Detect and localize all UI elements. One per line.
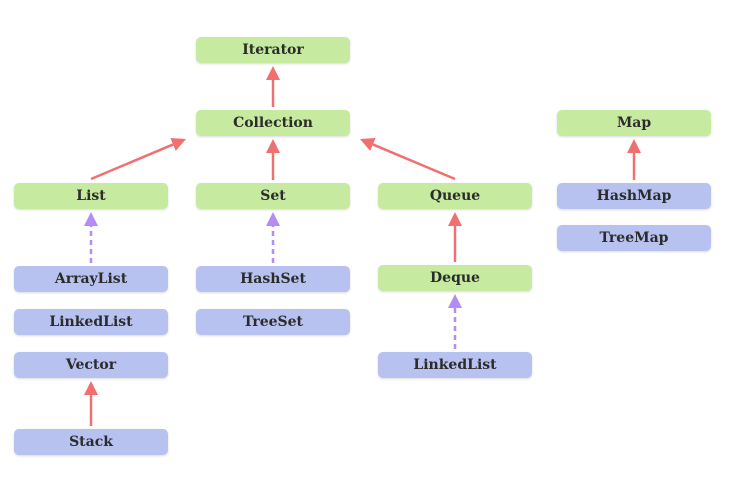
node-treemap: TreeMap (557, 225, 711, 251)
node-deque: Deque (378, 265, 532, 291)
node-hashset: HashSet (196, 266, 350, 292)
node-collection: Collection (196, 110, 350, 136)
edge-arrowhead-linkedlist_deque-to-deque (448, 294, 462, 308)
edge-arrowhead-deque-to-queue (448, 212, 462, 226)
edge-arrowhead-stack-to-vector (84, 381, 98, 395)
edge-arrowhead-hashset-to-set (266, 212, 280, 226)
edge-arrowhead-set-to-collection (266, 139, 280, 153)
edge-line-queue-to-collection (372, 143, 456, 181)
edge-arrowhead-hashmap-to-map (627, 139, 641, 153)
node-linkedlist: LinkedList (14, 309, 168, 335)
node-arraylist: ArrayList (14, 266, 168, 292)
node-list: List (14, 183, 168, 209)
node-treeset: TreeSet (196, 309, 350, 335)
node-stack: Stack (14, 429, 168, 455)
node-hashmap: HashMap (557, 183, 711, 209)
edge-arrowhead-list-to-collection (170, 137, 186, 151)
edge-arrowhead-queue-to-collection (360, 137, 376, 151)
node-vector: Vector (14, 352, 168, 378)
edge-line-list-to-collection (90, 143, 174, 181)
node-set: Set (196, 183, 350, 209)
edge-arrowhead-collection-to-iterator (266, 66, 280, 80)
node-queue: Queue (378, 183, 532, 209)
node-linkedlist-deque: LinkedList (378, 352, 532, 378)
node-iterator: Iterator (196, 37, 350, 63)
node-map: Map (557, 110, 711, 136)
edge-arrowhead-arraylist-to-list (84, 212, 98, 226)
